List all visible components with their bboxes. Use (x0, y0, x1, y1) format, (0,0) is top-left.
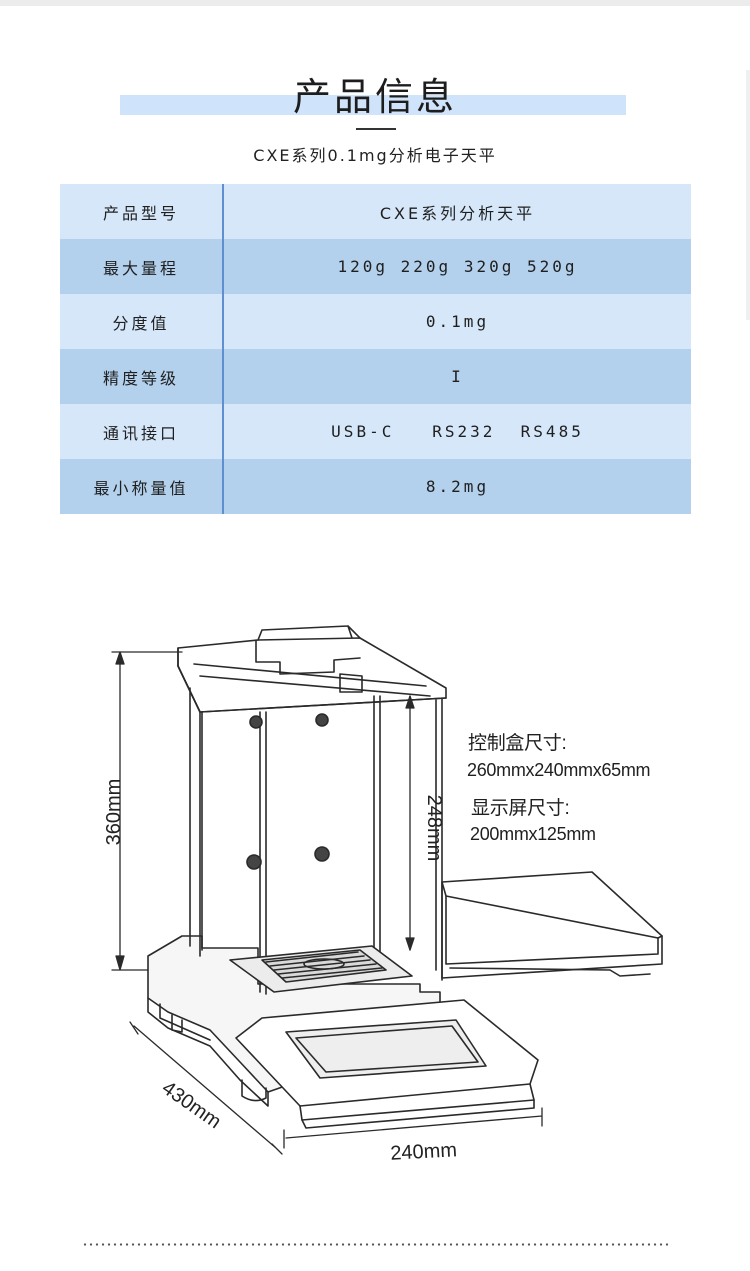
spec-value: CXE系列分析天平 (379, 203, 536, 223)
spec-value: USB-C RS232 RS485 (331, 422, 584, 441)
control-box-size: 260mmx240mmx65mm (467, 760, 651, 780)
dimension-height-total: 360mm (103, 779, 125, 846)
spec-row-model: 产品型号 CXE系列分析天平 (60, 184, 691, 239)
column-separator (222, 459, 224, 514)
spec-value: I (451, 367, 464, 386)
dimension-width: 240mm (390, 1139, 458, 1164)
spec-table: 产品型号 CXE系列分析天平 最大量程 120g 220g 320g 520g … (60, 184, 691, 514)
spec-value: 8.2mg (425, 477, 490, 496)
column-separator (222, 184, 224, 239)
spec-row-readability: 分度值 0.1mg (60, 294, 691, 349)
column-separator (222, 239, 224, 294)
control-box-label: 控制盒尺寸: (468, 733, 567, 754)
spec-label: 产品型号 (102, 203, 179, 223)
scroll-edge (746, 70, 750, 320)
column-separator (222, 294, 224, 349)
dotted-divider (82, 1243, 672, 1246)
spec-label: 最小称量值 (93, 478, 189, 498)
column-separator (222, 404, 224, 459)
spec-label: 最大量程 (102, 258, 179, 278)
product-subtitle: CXE系列0.1mg分析电子天平 (253, 146, 497, 165)
balance-dimension-drawing: 360mm 248mm 430mm 240mm (103, 625, 663, 1165)
spec-row-interface: 通讯接口 USB-C RS232 RS485 (60, 404, 691, 459)
column-separator (222, 349, 224, 404)
title-highlight-band (120, 95, 626, 115)
dimension-depth: 430mm (158, 1077, 225, 1133)
top-border (0, 0, 750, 6)
spec-row-accuracy-class: 精度等级 I (60, 349, 691, 404)
spec-label: 分度值 (112, 313, 170, 333)
screen-size: 200mmx125mm (470, 824, 596, 844)
dimension-height-chamber: 248mm (423, 795, 445, 862)
spec-row-min-weight: 最小称量值 8.2mg (60, 459, 691, 514)
screen-label: 显示屏尺寸: (471, 798, 570, 819)
page-title: 产品信息 (292, 75, 457, 119)
spec-label: 精度等级 (102, 368, 179, 388)
title-divider (356, 128, 396, 130)
spec-label: 通讯接口 (102, 423, 179, 443)
spec-row-capacity: 最大量程 120g 220g 320g 520g (60, 239, 691, 294)
spec-value: 120g 220g 320g 520g (337, 257, 578, 276)
spec-value: 0.1mg (425, 312, 490, 331)
